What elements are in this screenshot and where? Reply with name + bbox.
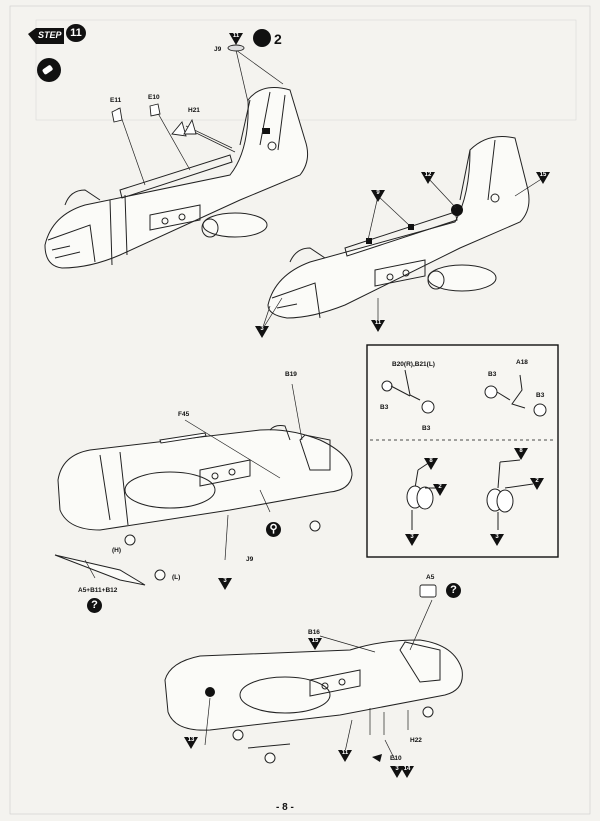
paint-marker: 3: [405, 534, 419, 546]
paint-marker: 13: [184, 737, 198, 749]
part-label-a18: A18: [516, 359, 528, 366]
question-icon: ?: [87, 598, 102, 613]
part-label-l: (L): [172, 574, 181, 581]
part-label-e10-bottom: E10: [390, 755, 402, 762]
paint-marker: 8: [514, 448, 528, 460]
paint-marker: 11: [371, 320, 385, 332]
part-j9-shape: [227, 44, 245, 52]
part-label-b19: B19: [285, 371, 297, 378]
part-e11-shape: [111, 107, 123, 123]
part-e10-shape: [149, 103, 161, 117]
detail-box: [366, 344, 559, 558]
part-label-b20-b21: B20(R),B21(L): [392, 361, 435, 368]
paint-marker: 2: [433, 484, 447, 496]
part-label-h: (H): [112, 547, 122, 554]
substep-icon: [253, 29, 271, 47]
part-h21-a-shape: [171, 121, 187, 137]
part-label-b3-b: B3: [422, 425, 431, 432]
paint-marker: 12: [421, 172, 435, 184]
part-label-j9-mid: J9: [246, 556, 254, 563]
detail-wheels-top: [381, 369, 547, 417]
part-label-b3-d: B3: [536, 392, 545, 399]
part-e10-bottom-shape: [372, 754, 382, 762]
part-label-e10: E10: [148, 94, 160, 101]
part-label-h21: H21: [188, 107, 200, 114]
detail-gear-bottom: [406, 459, 534, 530]
paint-marker: 2: [530, 478, 544, 490]
part-label-f45: F45: [178, 411, 190, 418]
helicopter-4: [164, 639, 463, 764]
part-h21-b-shape: [183, 118, 197, 135]
paint-marker: 15: [536, 172, 550, 184]
optional-part-icon: ⚲: [266, 522, 281, 537]
paint-marker: 11: [229, 33, 243, 45]
part-label-b3-c: B3: [488, 371, 497, 378]
paint-marker: 11: [338, 750, 352, 762]
paint-marker: 3: [490, 534, 504, 546]
part-label-a5-b11-b12: A5+B11+B12: [78, 587, 118, 594]
helicopter-3: [54, 425, 353, 586]
part-label-e11: E11: [110, 97, 122, 104]
question-icon: ?: [446, 583, 461, 598]
helicopter-1: [44, 87, 309, 269]
helicopter-2: [267, 136, 530, 319]
paint-marker: 3: [255, 326, 269, 338]
step-badge-shape: [28, 28, 64, 44]
paint-marker: 3: [218, 578, 232, 590]
page-number: - 8 -: [276, 802, 294, 813]
paint-marker: 9: [371, 190, 385, 202]
paint-marker: 15: [308, 638, 322, 650]
paint-marker: 14: [400, 766, 414, 778]
paint-marker: 8: [424, 458, 438, 470]
part-label-h22: H22: [410, 737, 422, 744]
part-label-j9-top: J9: [214, 46, 222, 53]
part-label-b3-a: B3: [380, 404, 389, 411]
part-label-b16: B16: [308, 629, 320, 636]
step-label: STEP: [38, 30, 62, 40]
step-number: 11: [66, 24, 86, 42]
substep-number: 2: [274, 31, 282, 47]
part-label-a5: A5: [426, 574, 435, 581]
part-a5-shape: [419, 584, 437, 598]
